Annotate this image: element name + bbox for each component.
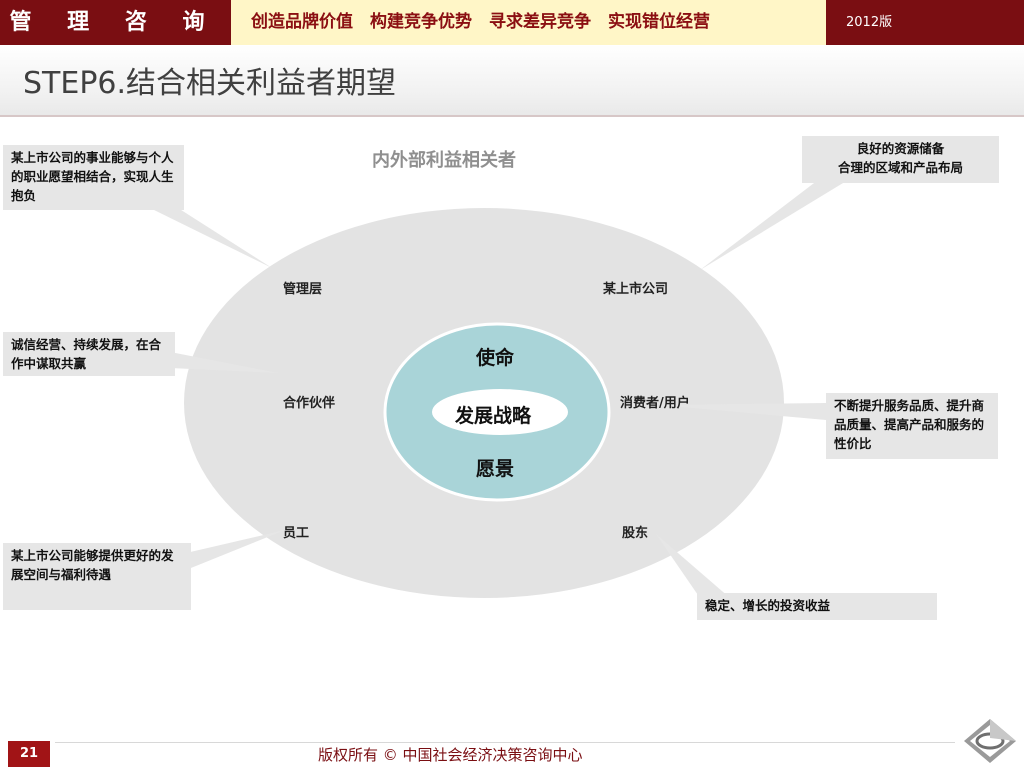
callout-consumers: 不断提升服务品质、提升商品质量、提高产品和服务的性价比 <box>826 393 998 459</box>
pointer-shareholders <box>656 534 730 598</box>
stakeholder-company: 某上市公司 <box>603 282 669 297</box>
callout-shareholders: 稳定、增长的投资收益 <box>697 593 937 620</box>
callout-partners: 诚信经营、持续发展，在合作中谋取共赢 <box>3 332 175 376</box>
pointer-employees <box>186 530 285 570</box>
stakeholder-management: 管理层 <box>283 282 323 297</box>
mission-label: 使命 <box>476 347 515 369</box>
callout-management: 某上市公司的事业能够与个人的职业愿望相结合，实现人生抱负 <box>3 145 184 210</box>
stakeholder-employees: 员工 <box>283 526 310 541</box>
callout-company: 良好的资源储备 合理的区域和产品布局 <box>802 136 999 183</box>
callout-company-line1: 良好的资源储备 <box>856 141 945 156</box>
page-title: STEP6.结合相关利益者期望 <box>23 66 397 101</box>
pointer-consumers <box>660 403 826 420</box>
vision-label: 愿景 <box>476 458 515 480</box>
diagram-title: 内外部利益相关者 <box>372 150 516 171</box>
title-bar <box>0 45 1024 117</box>
slogan-banner: 创造品牌价值 构建竞争优势 寻求差异竞争 实现错位经营 <box>231 0 826 45</box>
callout-company-line2: 合理的区域和产品布局 <box>837 160 963 175</box>
footer-divider <box>55 742 955 743</box>
copyright-text: 版权所有 © 中国社会经济决策咨询中心 <box>318 746 583 764</box>
version-label: 2012版 <box>846 15 893 30</box>
strategy-pill <box>432 389 568 435</box>
page-number: 21 <box>8 741 50 767</box>
stakeholder-consumers: 消费者/用户 <box>620 396 690 411</box>
callout-employees: 某上市公司能够提供更好的发展空间与福利待遇 <box>3 543 191 610</box>
stakeholder-partners: 合作伙伴 <box>283 396 336 411</box>
pointer-company <box>700 180 848 270</box>
brand-title: 管 理 咨 询 <box>9 10 219 35</box>
stakeholder-shareholders: 股东 <box>622 526 649 541</box>
pointer-partners <box>160 350 278 373</box>
strategy-label: 发展战略 <box>455 405 532 427</box>
pointer-management <box>150 208 272 268</box>
company-logo-icon <box>964 719 1016 763</box>
